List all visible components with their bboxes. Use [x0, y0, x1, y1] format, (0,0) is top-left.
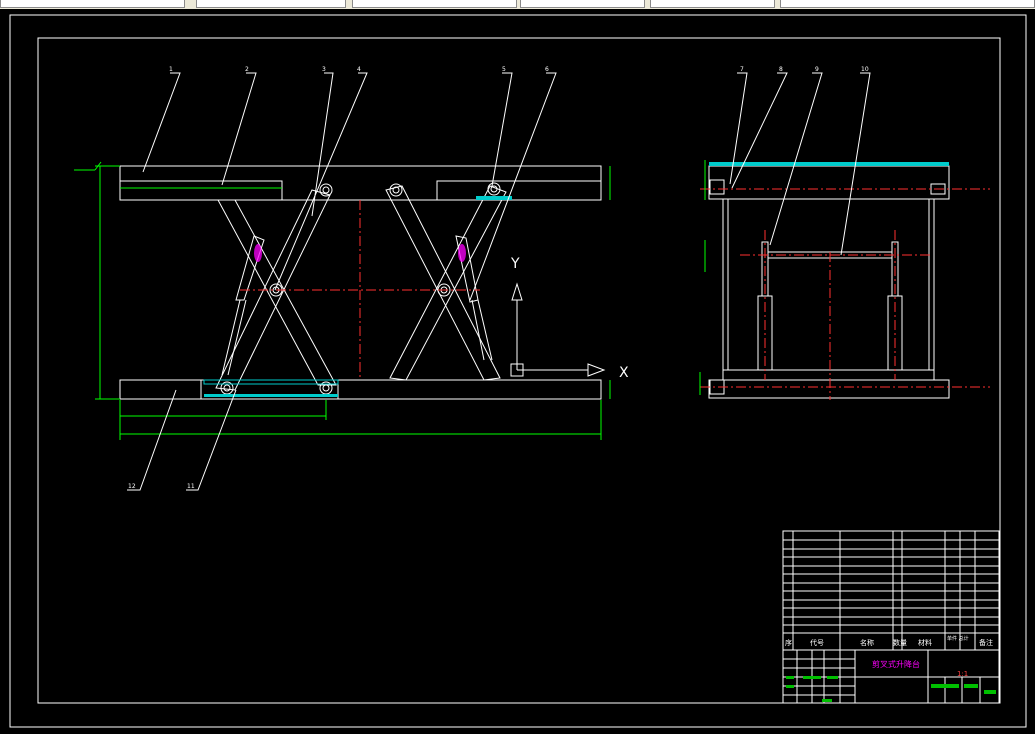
balloon-8: 8	[779, 66, 783, 73]
front-dimensions	[74, 161, 611, 440]
base-slide-rail-lower	[204, 394, 338, 397]
tab-6[interactable]	[780, 0, 1035, 8]
balloon-10: 10	[861, 66, 869, 73]
tab-1[interactable]	[0, 0, 185, 8]
scissor-arm-left-b	[215, 189, 331, 391]
top-right-rail	[436, 180, 602, 201]
side-center-lines	[700, 188, 990, 400]
title-block-header-name: 名称	[860, 638, 874, 647]
balloon-4: 4	[357, 66, 361, 73]
front-view	[119, 165, 602, 400]
scissor-arm-right-b	[389, 185, 507, 381]
balloon-3: 3	[322, 66, 326, 73]
title-block-header-mass: 单件 总计	[947, 635, 969, 642]
tab-5[interactable]	[650, 0, 775, 8]
title-block-header-material: 材料	[918, 638, 932, 647]
drawing-scale: 1:1	[957, 670, 968, 678]
balloon-12: 12	[128, 483, 136, 490]
title-block-header-note: 备注	[979, 638, 993, 647]
cad-drawing-canvas[interactable]: Y X 1 2 3 4 5 6 12 11	[0, 9, 1035, 734]
balloon-11: 11	[187, 483, 195, 490]
top-left-rail	[119, 180, 283, 201]
window-tab-bar	[0, 0, 1035, 9]
balloon-9: 9	[815, 66, 819, 73]
balloon-1: 1	[169, 66, 173, 73]
balloon-5: 5	[502, 66, 506, 73]
base-slide-rail	[203, 379, 339, 385]
top-platform	[119, 165, 602, 201]
side-top-plate	[708, 165, 950, 200]
side-top-hatch	[709, 162, 949, 166]
top-slide-rail	[476, 196, 512, 200]
pin-top-left	[319, 183, 333, 197]
cylinder-left-seal	[254, 244, 262, 262]
balloon-7: 7	[740, 66, 744, 73]
inner-border	[37, 37, 1001, 704]
side-dimensions	[699, 160, 706, 395]
title-block-fills	[786, 676, 996, 702]
balloon-leaders-front	[127, 72, 557, 491]
side-view	[708, 165, 950, 399]
drawing-title: 剪叉式升降台	[872, 659, 920, 669]
side-base-plate	[708, 379, 950, 399]
outer-border	[9, 14, 1027, 728]
cylinder-right-seal	[458, 244, 466, 262]
balloon-6: 6	[545, 66, 549, 73]
ucs-icon	[510, 282, 606, 377]
title-block-header-code: 代号	[810, 638, 824, 647]
tab-3[interactable]	[352, 0, 517, 8]
cylinder-left	[235, 235, 265, 301]
pin-top-mid	[389, 183, 403, 197]
title-block-header-seq: 序	[785, 638, 792, 647]
scissor-arm-left-a	[217, 199, 337, 386]
tab-4[interactable]	[520, 0, 645, 8]
axis-x-label: X	[619, 365, 629, 381]
pin-top-right	[487, 182, 501, 196]
base-frame	[119, 379, 602, 400]
title-block-header-qty: 数量	[893, 638, 907, 647]
scissor-arm-right-a	[385, 185, 501, 381]
tab-2[interactable]	[196, 0, 346, 8]
balloon-leaders-side	[729, 72, 871, 256]
balloon-2: 2	[245, 66, 249, 73]
front-center-lines	[240, 200, 480, 380]
axis-y-label: Y	[510, 256, 520, 272]
title-block	[782, 530, 1000, 704]
